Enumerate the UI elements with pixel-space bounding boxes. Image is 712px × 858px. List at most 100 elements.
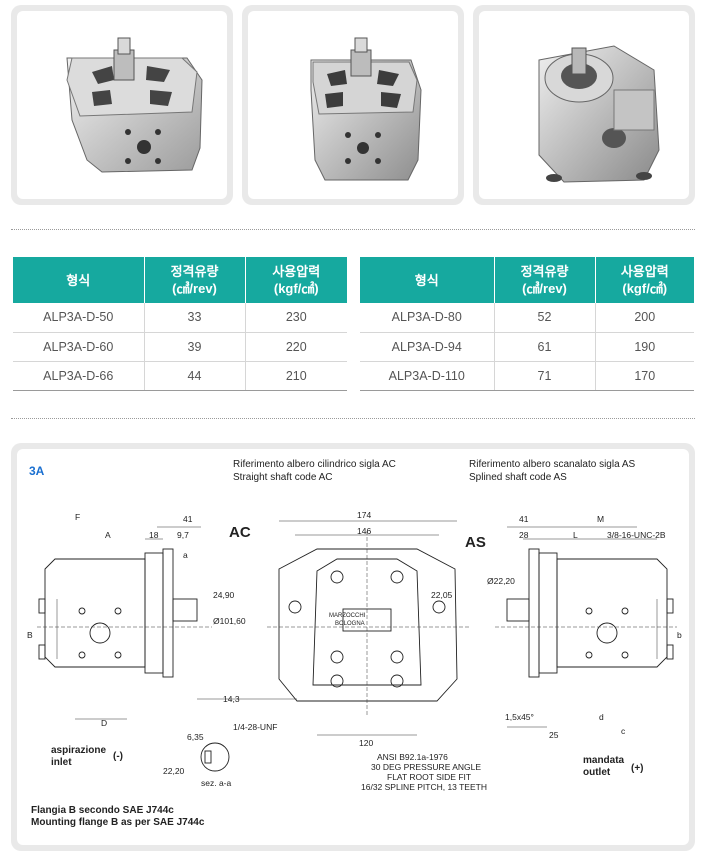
table-row: ALP3A-D-60 39 220: [13, 332, 347, 362]
outlet-sign: (+): [631, 763, 644, 774]
spline-note-4: 16/32 SPLINE PITCH, 13 TEETH: [361, 782, 487, 792]
col-header-model: 형식: [13, 257, 145, 303]
dim-120: 120: [359, 738, 374, 748]
as-note-it: Riferimento albero scanalato sigla AS: [469, 459, 636, 470]
flow-unit: (㎤/rev): [172, 281, 217, 296]
cell-pressure: 220: [245, 332, 347, 362]
cell-model: ALP3A-D-94: [360, 332, 495, 362]
cell-pressure: 230: [245, 303, 347, 333]
col-header-pressure: 사용압력 (kgf/㎠): [595, 257, 694, 303]
product-photos: [11, 5, 695, 205]
plate-text-2: BOLOGNA: [335, 621, 365, 627]
dim-101-60: Ø101,60: [213, 616, 246, 626]
dim-c: c: [621, 726, 626, 736]
plate-text-1: MARZOCCHI: [329, 613, 366, 619]
spline-note-2: 30 DEG PRESSURE ANGLE: [371, 762, 482, 772]
drawing-lines: [37, 520, 677, 772]
table-row: ALP3A-D-110 71 170: [360, 361, 694, 391]
dim-174: 174: [357, 510, 372, 520]
cell-model: ALP3A-D-60: [13, 332, 145, 362]
dim-22-05: 22,05: [431, 590, 453, 600]
cell-flow: 71: [494, 361, 596, 391]
dim-25: 25: [549, 730, 559, 740]
flow-unit: (㎤/rev): [522, 281, 567, 296]
as-note-en: Splined shaft code AS: [469, 472, 567, 483]
dim-unf-thread: 1/4-28-UNF: [233, 722, 278, 732]
dim-24-90: 24,90: [213, 590, 235, 600]
flange-note-it: Flangia B secondo SAE J744c: [31, 805, 174, 816]
dim-41-right: 41: [519, 514, 529, 524]
cell-flow: 61: [494, 332, 596, 362]
cell-flow: 39: [144, 332, 246, 362]
table-row: ALP3A-D-66 44 210: [13, 361, 347, 391]
dim-D: D: [101, 718, 108, 728]
pressure-label: 사용압력: [272, 264, 321, 279]
cell-flow: 52: [494, 303, 596, 333]
series-label: 3A: [29, 464, 45, 478]
inlet-sign: (-): [113, 751, 123, 762]
dim-14-3: 14,3: [223, 694, 240, 704]
dim-146: 146: [357, 526, 372, 536]
cell-model: ALP3A-D-110: [360, 361, 495, 391]
dim-d: d: [599, 712, 604, 722]
ac-code: AC: [229, 524, 251, 541]
cell-pressure: 200: [595, 303, 694, 333]
pressure-unit: (kgf/㎠): [622, 281, 668, 296]
flow-label: 정격유량: [170, 264, 219, 279]
flange-note-en: Mounting flange B as per SAE J744c: [31, 817, 205, 828]
flow-label: 정격유량: [520, 264, 569, 279]
cell-model: ALP3A-D-80: [360, 303, 495, 333]
technical-drawing: 3A Riferimento albero cilindrico sigla A…: [17, 449, 689, 845]
dim-9-7: 9,7: [177, 530, 189, 540]
cell-pressure: 210: [245, 361, 347, 391]
cell-model: ALP3A-D-50: [13, 303, 145, 333]
spline-note-1: ANSI B92.1a-1976: [377, 752, 448, 762]
as-code: AS: [465, 534, 486, 551]
pump-photo-front: [66, 37, 203, 173]
table-row: ALP3A-D-94 61 190: [360, 332, 694, 362]
spec-table-right: 형식 정격유량 (㎤/rev) 사용압력 (kgf/㎠) ALP3A-D-80 52…: [360, 257, 694, 391]
dim-b: b: [677, 630, 682, 640]
pressure-unit: (kgf/㎠): [273, 281, 319, 296]
photo-card-angled: [473, 5, 695, 205]
inlet-label-en: inlet: [51, 757, 72, 768]
section-label: sez. a-a: [201, 778, 232, 788]
dim-F: F: [75, 512, 81, 522]
col-header-flow: 정격유량 (㎤/rev): [494, 257, 596, 303]
dim-28: 28: [519, 530, 529, 540]
spec-table-left: 형식 정격유량 (㎤/rev) 사용압력 (kgf/㎠) ALP3A-D-50 33…: [13, 257, 347, 391]
inlet-label-it: aspirazione: [51, 745, 107, 756]
photo-card-front: [11, 5, 233, 205]
outlet-label-en: outlet: [583, 767, 611, 778]
col-header-pressure: 사용압력 (kgf/㎠): [245, 257, 347, 303]
dim-L: L: [573, 530, 578, 540]
dim-18: 18: [149, 530, 159, 540]
table-row: ALP3A-D-50 33 230: [13, 303, 347, 333]
dim-A: A: [105, 530, 111, 540]
ac-note-it: Riferimento albero cilindrico sigla AC: [233, 459, 396, 470]
dim-41: 41: [183, 514, 193, 524]
col-header-flow: 정격유량 (㎤/rev): [144, 257, 246, 303]
dim-chamfer: 1,5x45°: [505, 712, 534, 722]
table-row: ALP3A-D-80 52 200: [360, 303, 694, 333]
divider-bottom: [11, 418, 695, 419]
cell-pressure: 170: [595, 361, 694, 391]
ac-note-en: Straight shaft code AC: [233, 472, 333, 483]
technical-drawing-card: 3A Riferimento albero cilindrico sigla A…: [11, 443, 695, 851]
pump-photo-angled: [538, 45, 660, 183]
dim-6-35: 6,35: [187, 732, 204, 742]
cell-flow: 44: [144, 361, 246, 391]
col-header-model: 형식: [360, 257, 495, 303]
pump-photo-side: [310, 37, 422, 181]
outlet-label-it: mandata: [583, 755, 625, 766]
photo-card-side: [242, 5, 464, 205]
spline-note-3: FLAT ROOT SIDE FIT: [387, 772, 472, 782]
cell-model: ALP3A-D-66: [13, 361, 145, 391]
cell-flow: 33: [144, 303, 246, 333]
dim-thread: 3/8-16-UNC-2B: [607, 530, 666, 540]
dim-a: a: [183, 550, 188, 560]
pressure-label: 사용압력: [620, 264, 669, 279]
dim-M: M: [597, 514, 605, 524]
dim-22-20: Ø22,20: [487, 576, 515, 586]
cell-pressure: 190: [595, 332, 694, 362]
